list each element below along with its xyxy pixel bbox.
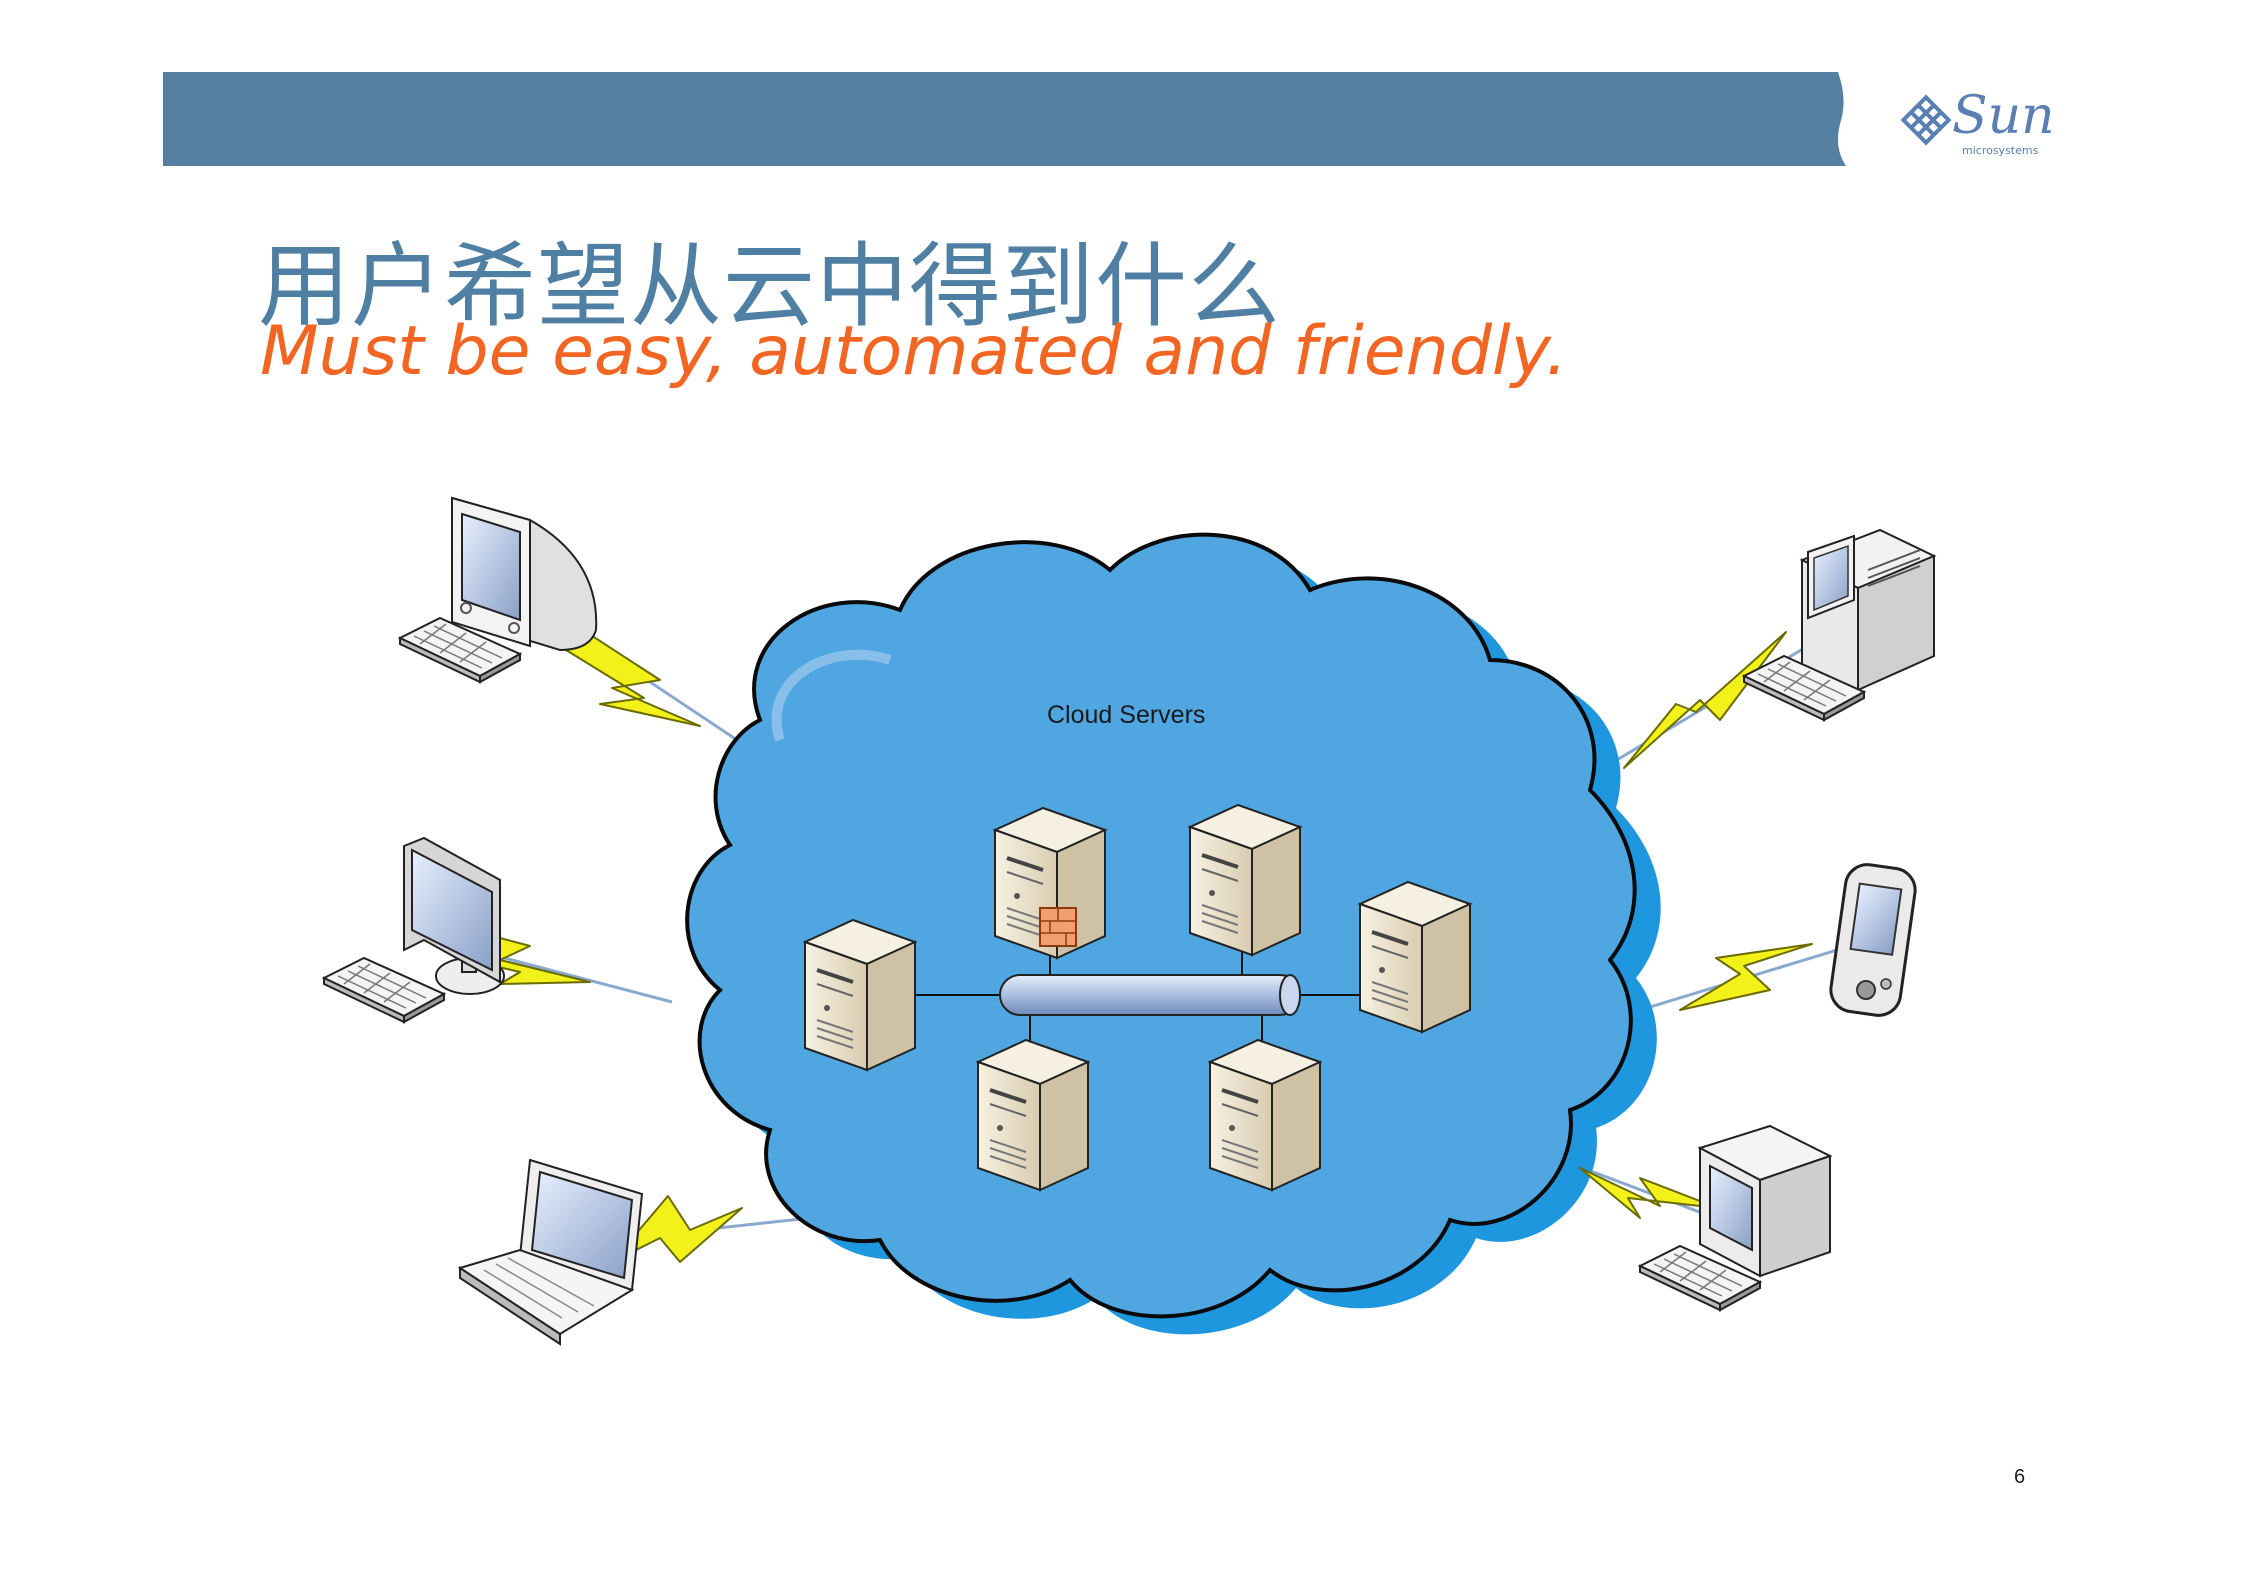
slide-subtitle: Must be easy, automated and friendly. [260,312,1568,391]
page-number: 6 [2014,1466,2026,1488]
cloud [685,532,1661,1335]
network-bus [999,974,1301,1016]
laptop-icon [457,1158,644,1346]
server-top-right [1188,803,1302,957]
cube-desktop-icon [1639,1124,1833,1311]
logo-word: Sun [1952,86,2055,146]
crt-desktop-icon [399,496,598,683]
firewall-icon [1039,907,1077,947]
server-left [803,918,917,1072]
sun-logo-icon [1900,94,1952,146]
tower-desktop-icon [1743,528,1937,721]
server-bottom-right [1208,1038,1322,1192]
sun-logo: Sun microsystems [1898,86,2058,162]
header-banner [163,72,1846,166]
pda-icon [1829,863,1917,1017]
logo-subtext: microsystems [1962,144,2039,157]
lcd-desktop-icon [323,836,505,1023]
server-right [1358,880,1472,1034]
server-bottom-left [976,1038,1090,1192]
cloud-label: Cloud Servers [1047,701,1205,729]
slide-title: 用户希望从云中得到什么 [258,233,1282,340]
